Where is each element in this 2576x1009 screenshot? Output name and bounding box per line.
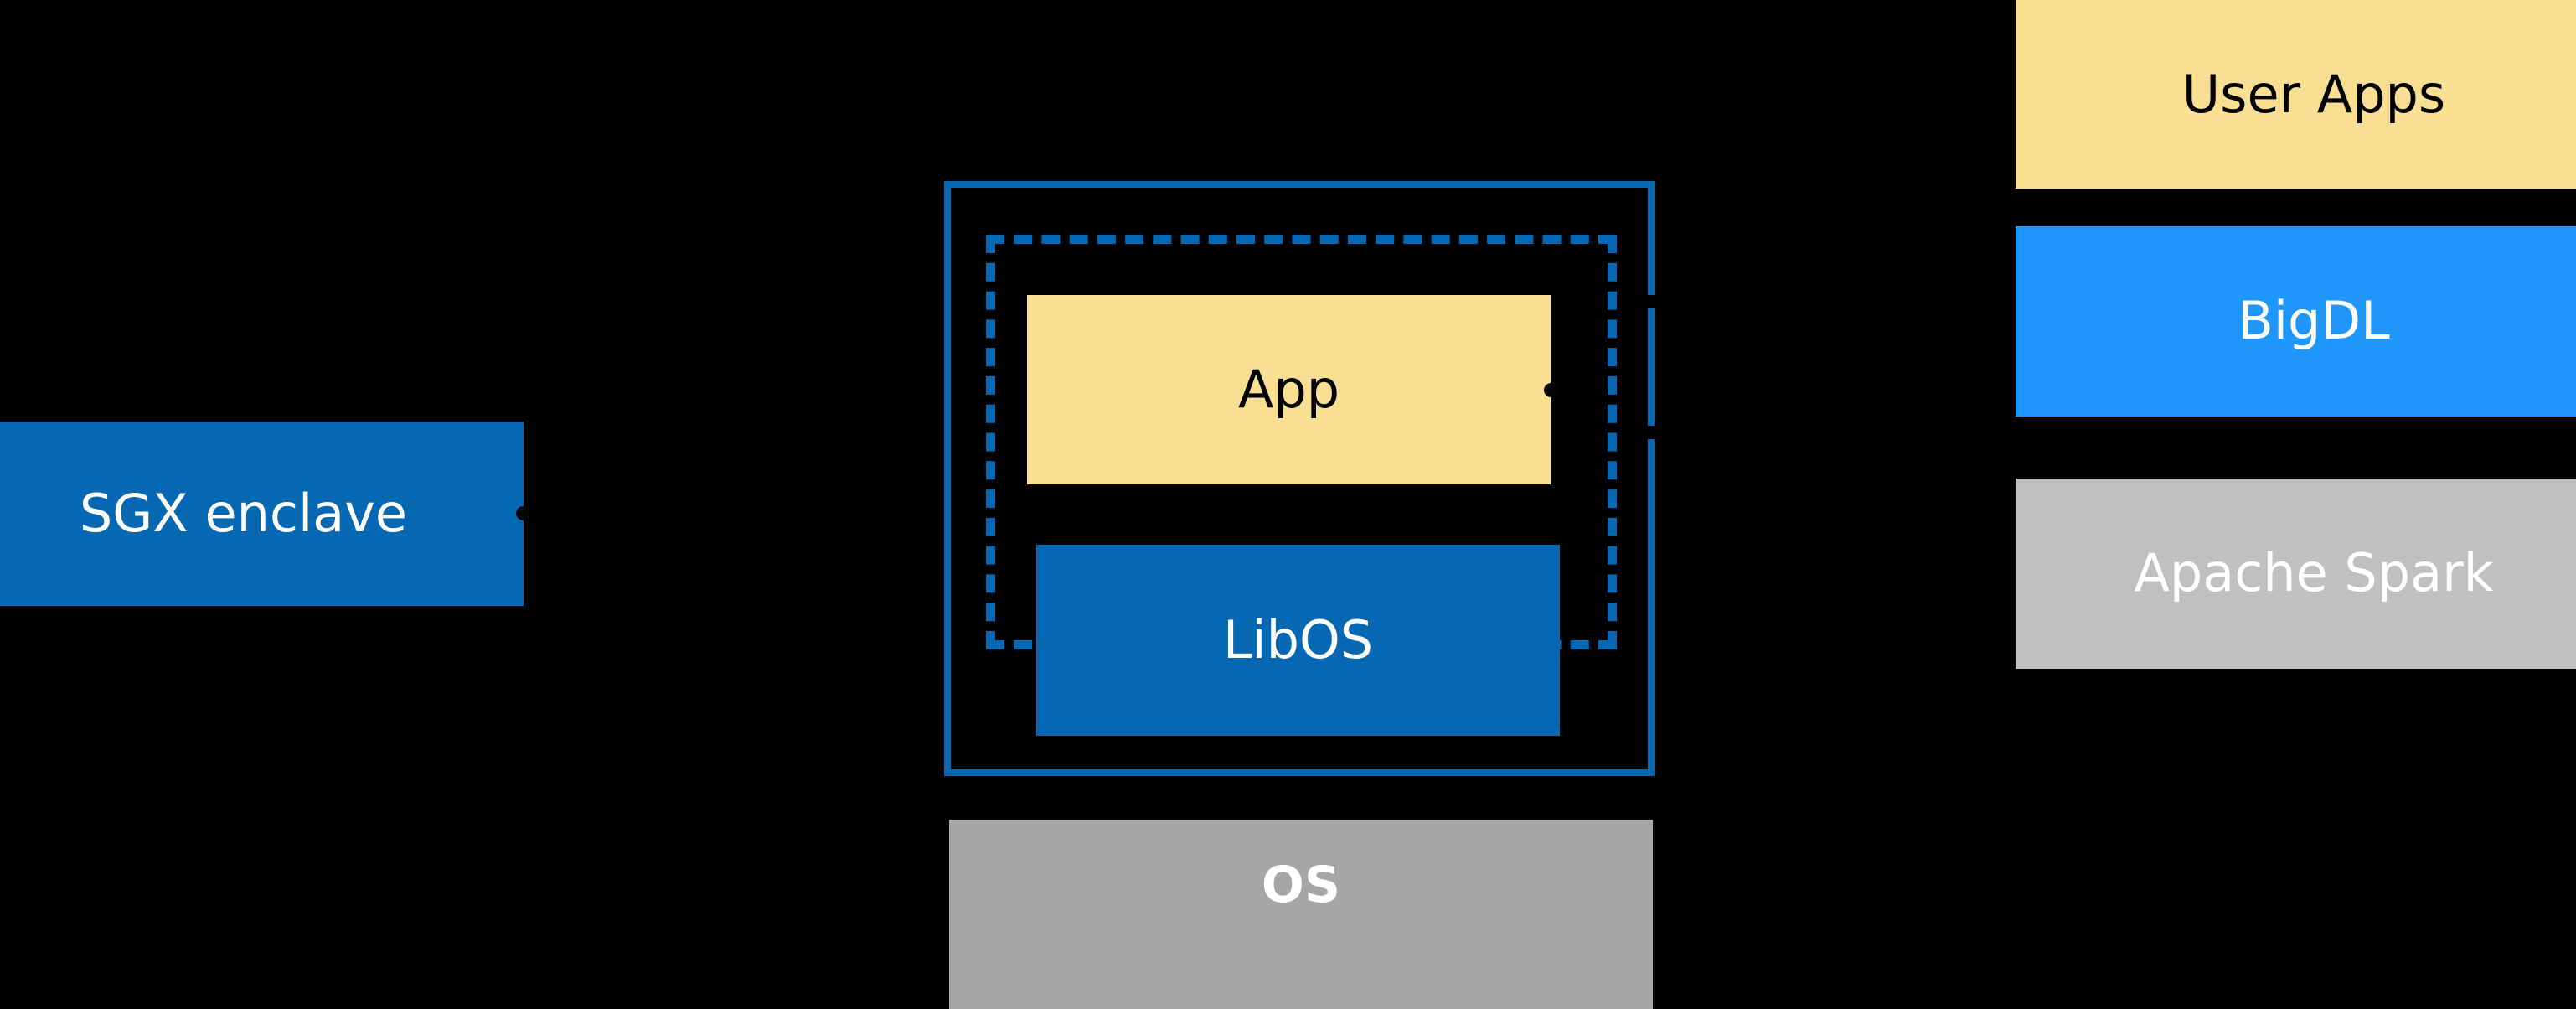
sgx-enclave-label: SGX enclave [79,482,408,544]
user-apps-box[interactable]: User Apps [2016,0,2576,189]
enclave-outer-frame [944,181,1655,776]
bigdl-box[interactable]: BigDL [2016,226,2576,417]
os-label: OS [1261,856,1341,914]
app-label: App [1237,358,1340,420]
libos-box[interactable]: LibOS [1036,545,1560,736]
apache-spark-box[interactable]: Apache Spark [2016,479,2576,669]
app-box[interactable]: App [1027,295,1551,484]
libos-label: LibOS [1222,608,1374,670]
bigdl-label: BigDL [2238,290,2390,352]
user-apps-label: User Apps [2181,63,2446,125]
sgx-enclave-connector-dot [516,506,530,520]
enclave-frame-notch-top [1646,295,1658,308]
app-connector-dot [1544,383,1558,397]
os-box[interactable]: OS [949,820,1653,1009]
enclave-frame-notch-bottom [1646,426,1658,439]
sgx-enclave-box[interactable]: SGX enclave [0,422,524,606]
apache-spark-label: Apache Spark [2134,542,2494,604]
